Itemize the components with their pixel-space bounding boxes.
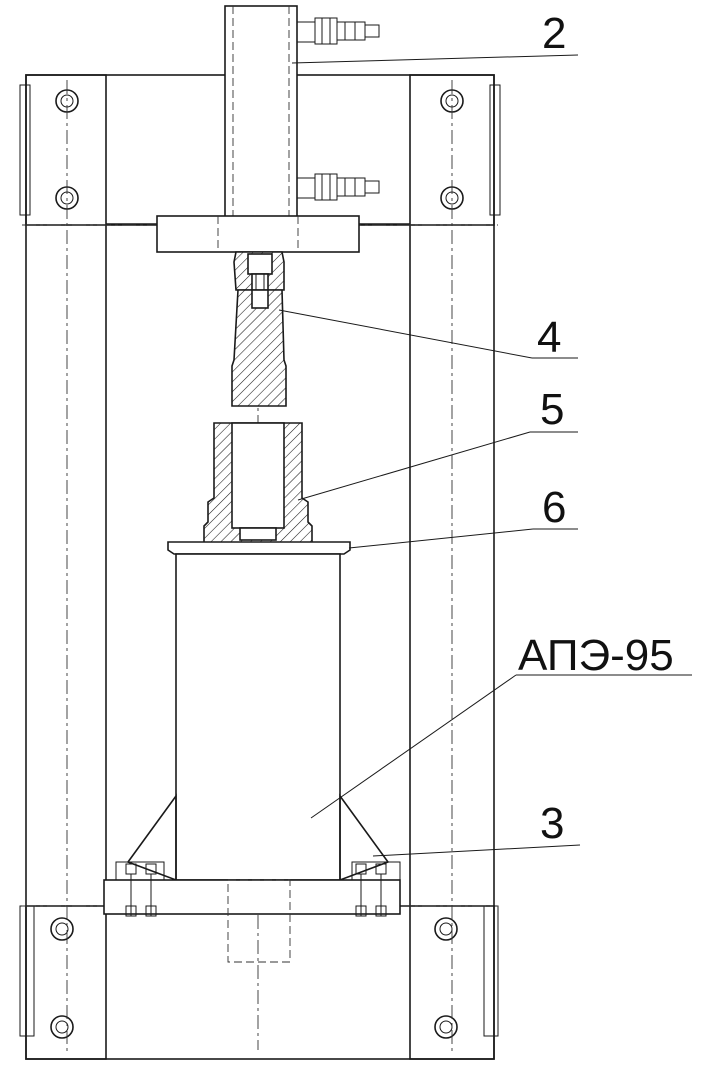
frame-bolt: [50, 917, 74, 941]
base-bolt: [355, 863, 367, 917]
callout-ape-95: АПЭ-95: [310, 631, 692, 819]
callout-3: 3: [372, 799, 581, 857]
die-sleeve: [203, 422, 313, 549]
support-plate: [167, 541, 351, 555]
callout-2: 2: [291, 9, 579, 64]
callout-6: 6: [348, 483, 578, 549]
callout-5: 5: [297, 385, 578, 501]
callout-label-6: 6: [542, 483, 566, 532]
pressure-plate: [156, 215, 360, 253]
frame-bolt: [434, 917, 458, 941]
base-bolt: [375, 863, 387, 917]
callout-label-2: 2: [542, 9, 566, 58]
punch: [231, 289, 287, 407]
ape-95-body: [175, 553, 341, 881]
base-bolt: [125, 863, 137, 917]
base-bracket: [103, 793, 401, 963]
callout-4: 4: [278, 309, 578, 362]
callout-label-5: 5: [540, 385, 564, 434]
hydraulic-cylinder: [224, 5, 380, 222]
callout-label-4: 4: [537, 313, 561, 362]
callout-label-3: 3: [540, 799, 564, 848]
callout-label-ape-95: АПЭ-95: [518, 631, 674, 680]
frame-bolt: [434, 1015, 458, 1039]
frame-bolt: [50, 1015, 74, 1039]
base-bolt: [145, 863, 157, 917]
